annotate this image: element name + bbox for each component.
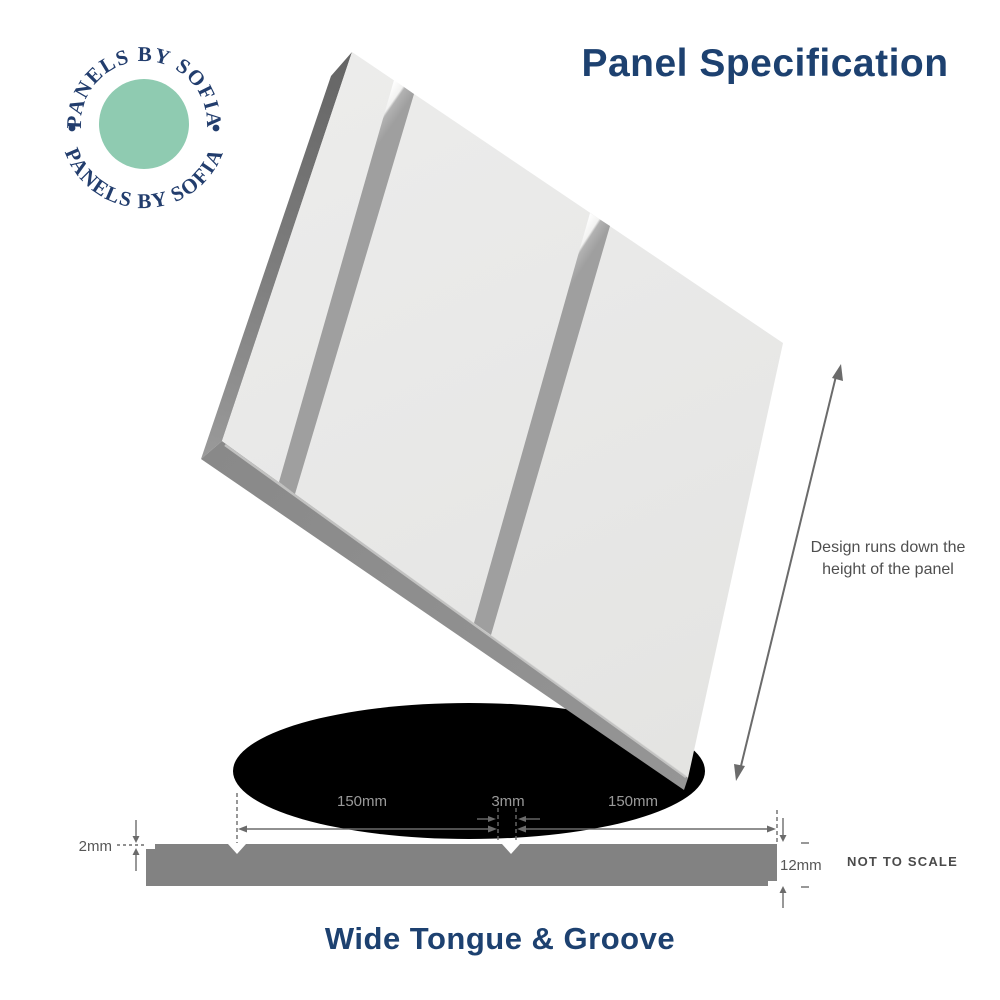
panel-groove-2 — [474, 213, 610, 635]
arrow-head-up-icon — [832, 364, 843, 381]
panel-shadow — [233, 703, 705, 839]
height-annotation-line1: Design runs down the — [810, 539, 966, 556]
scale-note: NOT TO SCALE — [847, 854, 958, 869]
cross-section — [146, 844, 777, 886]
page-title: Panel Specification — [581, 42, 949, 85]
logo-circle — [99, 79, 189, 169]
dim-label-right-width: 150mm — [608, 793, 658, 810]
height-annotation: Design runs down the height of the panel — [792, 537, 984, 581]
panel-bottom-bevel — [224, 443, 687, 779]
cross-section-bar — [146, 844, 777, 886]
dim-label-groove-depth: 2mm — [79, 838, 112, 855]
product-name: Wide Tongue & Groove — [324, 921, 676, 956]
panel-height-arrow — [734, 364, 843, 781]
dim-label-left-width: 150mm — [337, 793, 387, 810]
logo-separator-dot-right — [212, 124, 220, 132]
dim-label-thickness: 12mm — [780, 857, 822, 874]
dim-label-groove-width: 3mm — [491, 793, 524, 810]
arrow-head-down-icon — [734, 764, 745, 781]
panel-left-edge-face — [201, 52, 352, 459]
tongue-profile-left — [146, 844, 155, 849]
logo-separator-dot-left — [68, 124, 76, 132]
tongue-profile-right — [768, 881, 777, 886]
height-annotation-line2: height of the panel — [822, 561, 954, 578]
groove-notch-2 — [502, 844, 520, 854]
panel-groove-1 — [279, 80, 414, 494]
groove-notch-1 — [228, 844, 246, 854]
panel-bottom-edge-face — [201, 441, 688, 790]
brand-logo: PANELS BY SOFIA PANELS BY SOFIA — [60, 42, 227, 213]
panel-3d — [201, 52, 783, 790]
dimension-lines — [117, 793, 809, 908]
